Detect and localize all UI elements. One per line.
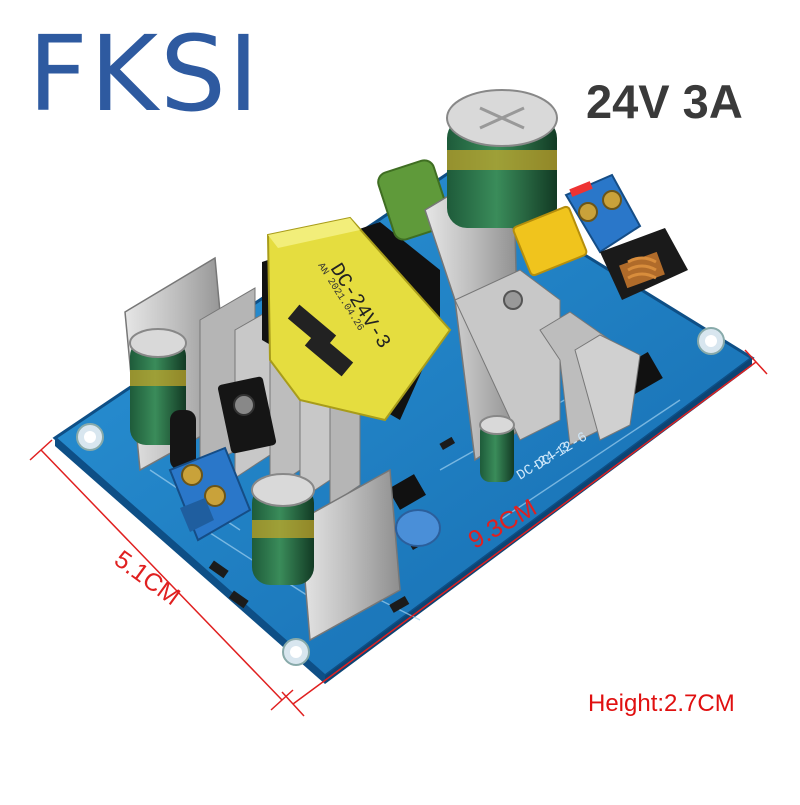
ic-chip [388, 474, 426, 510]
mounting-holes [76, 327, 725, 666]
common-mode-choke [600, 228, 688, 300]
large-electrolytic-capacitor [446, 89, 558, 228]
right-heatsink [424, 185, 641, 462]
transformer: DC-24V-3 AN 2021.04.26 [262, 216, 452, 422]
safety-capacitor [512, 205, 588, 277]
output-terminal-block [168, 446, 252, 542]
small-electrolytic-capacitor [479, 415, 515, 482]
spec-label: 24V 3A [586, 75, 743, 128]
output-electrolytic-capacitor [251, 473, 315, 585]
height-note: Height:2.7CM [588, 690, 735, 717]
input-terminal-block [564, 173, 642, 254]
power-transistor [217, 376, 277, 454]
inductor [170, 410, 196, 470]
brand-logo: FKSI [28, 13, 261, 135]
dimension-lines [29, 349, 768, 717]
front-heatsink [299, 468, 401, 642]
ceramic-capacitor [395, 509, 441, 547]
